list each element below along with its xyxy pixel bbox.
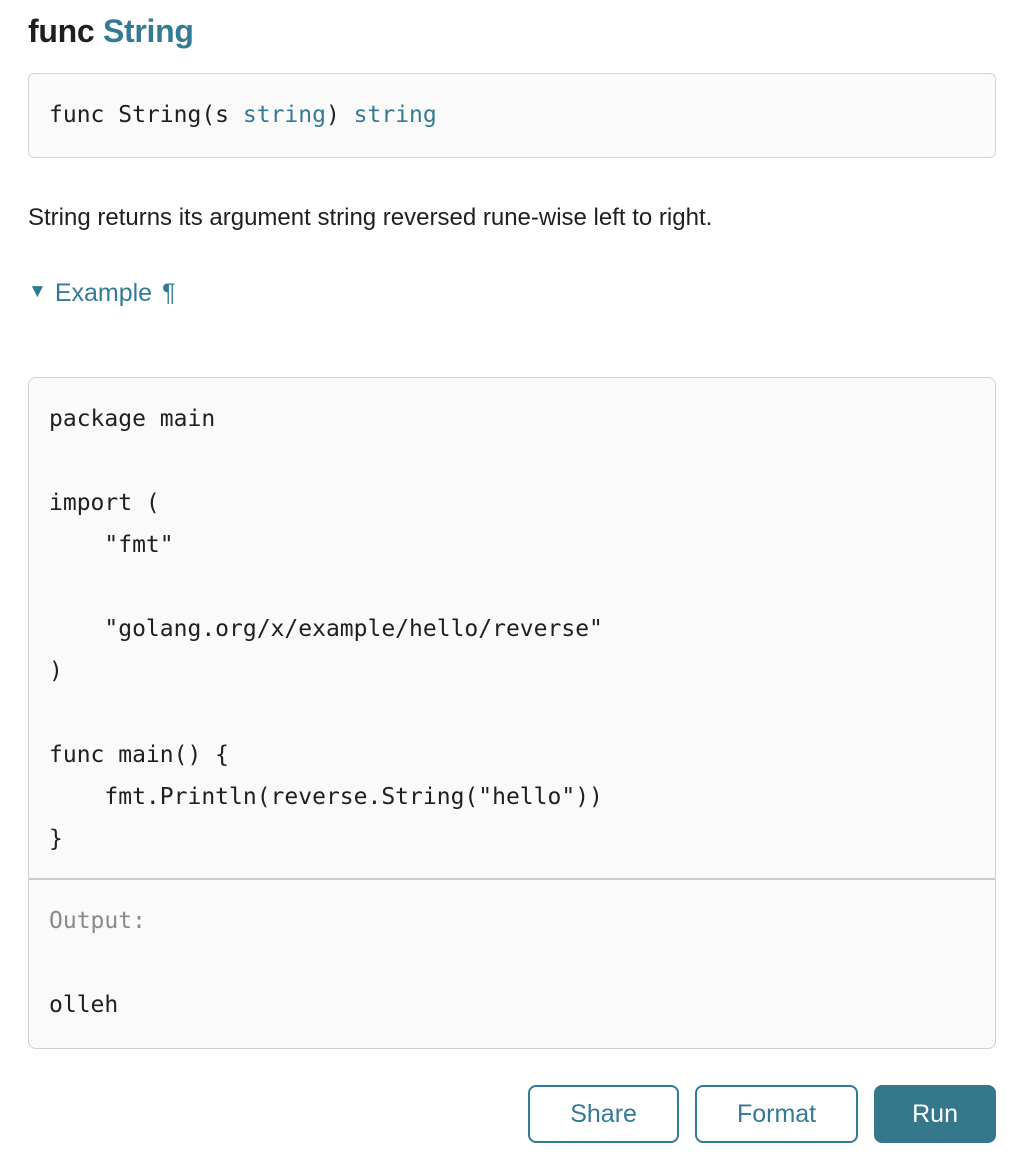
doc-description: String returns its argument string rever… (28, 204, 713, 232)
format-button[interactable]: Format (694, 1085, 859, 1144)
collapse-triangle-icon[interactable]: ▼ (28, 281, 47, 303)
page-title: func String (28, 13, 996, 49)
output-label: Output: (49, 908, 146, 935)
code-editor[interactable]: package main import ( "fmt" "golang.org/… (29, 378, 995, 881)
example-label[interactable]: Example (54, 279, 153, 308)
output-section: Output: olleh (29, 880, 995, 1048)
function-declaration-box: func String(s string) string (28, 73, 996, 159)
example-toggle[interactable]: ▼ Example ¶ (28, 279, 996, 307)
example-code[interactable]: package main import ( "fmt" "golang.org/… (49, 406, 603, 853)
param-type-link[interactable]: string (242, 102, 326, 129)
example-playground: package main import ( "fmt" "golang.org/… (28, 377, 996, 1050)
func-keyword: func (28, 13, 95, 49)
anchor-pilcrow-icon[interactable]: ¶ (162, 279, 176, 308)
playground-button-row: Share Format Run (28, 1085, 996, 1144)
func-name-link[interactable]: String (102, 13, 194, 49)
decl-prefix: func String(s (49, 102, 243, 129)
output-value: olleh (49, 992, 119, 1019)
share-button[interactable]: Share (528, 1085, 679, 1144)
run-button[interactable]: Run (874, 1085, 996, 1144)
return-type-link[interactable]: string (353, 102, 437, 129)
decl-separator: ) (325, 102, 354, 129)
